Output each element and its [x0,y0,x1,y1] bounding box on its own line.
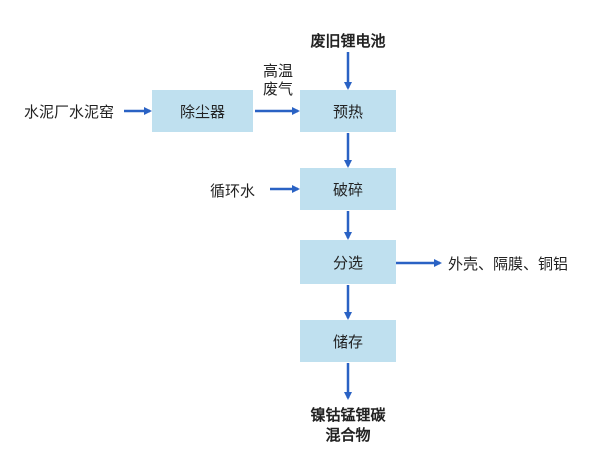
final-output-line1: 镍钴锰锂碳 [310,406,386,424]
top-input-label: 废旧锂电池 [310,32,386,50]
gas-label-line1: 高温 [263,62,294,80]
preheat-box: 预热 [300,90,396,132]
left-input-label: 水泥厂水泥窑 [24,103,115,121]
crush-box: 破碎 [300,168,396,210]
sort-box: 分选 [300,240,396,284]
gas-label-line2: 废气 [263,80,294,98]
final-output-line2: 混合物 [325,426,371,444]
dust-collector-box: 除尘器 [152,90,253,132]
storage-box: 储存 [300,320,396,362]
side-output-label: 外壳、隔膜、铜铝 [448,255,569,273]
water-input-label: 循环水 [210,182,256,200]
